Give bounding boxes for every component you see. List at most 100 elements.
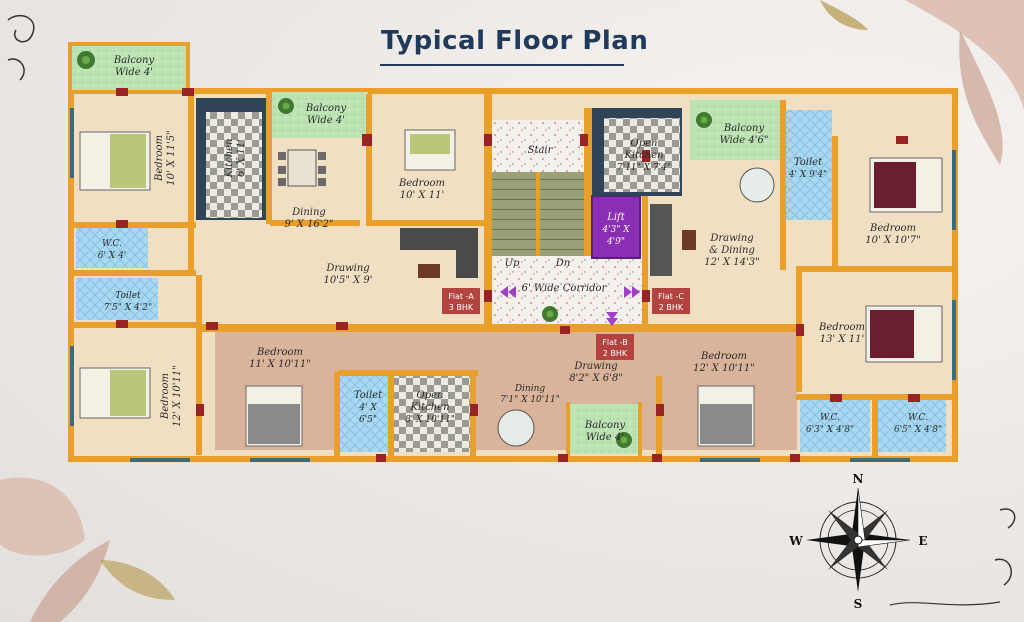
toilet-b-name: Toilet [354,390,383,401]
decor-flourish-icon [994,508,1016,586]
balcony-c-size: Wide 4'6" [720,135,769,146]
dining-table-a [287,149,317,187]
toilet-c-floor [786,110,832,220]
flat-a-type: 3 BHK [449,303,474,312]
arrow-left-icon [500,286,516,298]
toilet-a-size: 7'5" X 4'2" [104,303,152,313]
stair-down: Dn [555,258,570,269]
wc-a-floor [76,228,148,268]
balcony-b-size: Wide 4' [586,432,624,443]
balcony-c [690,100,780,160]
balcony-tl-size: Wide 4' [115,67,153,78]
wall [334,372,340,456]
flat-b-name: Flat -B [602,338,628,347]
stair-divider [536,172,540,256]
dining-a-name: Dining [291,207,326,218]
drawing-c-size: 12' X 14'3" [704,257,759,268]
drawing-a-name: Drawing [325,263,369,274]
wall [270,220,360,226]
drawing-c-name-2: & Dining [709,245,755,256]
wc-c1-floor [800,400,870,452]
balcony-b-name: Balcony [584,420,626,431]
dining-chairs-a [278,152,326,186]
wall [388,372,394,456]
plant-icon [278,98,294,114]
wall [642,108,648,328]
wc-a-name: W.C. [102,239,122,249]
wc-c1-size: 6'3" X 4'8" [806,425,854,435]
flat-b-tag [596,334,634,360]
wall [872,396,878,456]
wall [366,94,372,224]
bedroom-a2-size: 10' X 11' [400,190,444,201]
wall [638,402,642,456]
dining-a-size: 9' X 16'2" [284,219,333,230]
bedroom-c2-size: 13' X 11' [820,334,864,345]
wc-c2-name: W.C. [908,413,928,423]
plant-icon [616,432,632,448]
drawing-b-size: 8'2" X 6'8" [569,373,623,384]
decor-flourish-icon [7,14,35,81]
decor-leaf-icon [30,540,110,622]
toilet-b-floor [340,376,388,452]
lift-size: 4'3" X [601,225,630,235]
bedroom-a3-size: 12' X 10'11" [172,365,183,427]
sofa-c [650,204,672,276]
balcony-a2-name: Balcony [305,103,347,114]
stair-name: Stair [528,145,554,156]
open-kitchen-c-size: 7'11" X 7'4" [617,163,671,173]
balcony-a2-size: Wide 4' [307,115,345,126]
kitchen-a-floor [206,112,262,218]
tv-unit-c [682,230,696,250]
flat-c-type: 2 BHK [659,303,684,312]
wall [68,270,196,276]
wc-a-size: 6' X 4' [98,251,127,261]
wall [484,94,492,326]
toilet-b-size: 4' X [358,403,377,413]
bed-c2-cover [870,310,914,358]
stair-landing [492,120,584,172]
flat-a-name: Flat -A [448,292,474,301]
plant-icon [542,306,558,322]
bedroom-c1-size: 10' X 10'7" [865,235,920,246]
compass-rose-icon [806,487,911,592]
kitchen-a-name: Kitchen [224,138,235,178]
corridor-name: 6' Wide Corridor [522,283,608,294]
wall [796,266,956,272]
plant-icon [77,51,95,69]
lift-size-2: 4'9" [606,237,625,247]
wall [188,94,194,274]
open-kitchen-c-name-2: Kitchen [623,150,663,161]
stair-up: Up [505,258,520,269]
coffee-table-a [418,264,440,278]
bedroom-b1-size: 11' X 10'11" [249,359,311,370]
bed-a1-cover [110,134,146,188]
sofa-a-side [456,228,478,278]
wall [266,94,272,224]
door-markers [116,88,920,462]
title-underline [380,64,624,66]
compass-north-label: N [853,472,864,486]
decor-leaf-icon [820,0,868,30]
balcony-tl-name: Balcony [113,55,155,66]
flat-b-type: 2 BHK [603,349,628,358]
arrow-right-icon [624,286,640,298]
dining-b-name: Dining [514,384,546,394]
compass-south-label: S [854,597,863,611]
bed-b1-cover [248,404,300,444]
wall [832,136,838,266]
wall [196,275,202,455]
bed-a2-cover [410,134,450,154]
page-title: Typical Floor Plan [381,26,649,56]
bedroom-a2-name: Bedroom [398,178,445,189]
toilet-a-name: Toilet [115,291,141,301]
drawing-a-size: 10'5" X 9' [323,275,372,286]
bed-b2-cover [700,404,752,444]
open-kitchen-b-name: Open [417,390,444,401]
bedroom-b2-name: Bedroom [700,351,747,362]
toilet-c-name: Toilet [794,157,823,168]
compass-west-label: W [788,534,803,548]
drawing-c-name: Drawing [709,233,753,244]
bedroom-a1-size: 10' X 11'5" [166,130,177,185]
